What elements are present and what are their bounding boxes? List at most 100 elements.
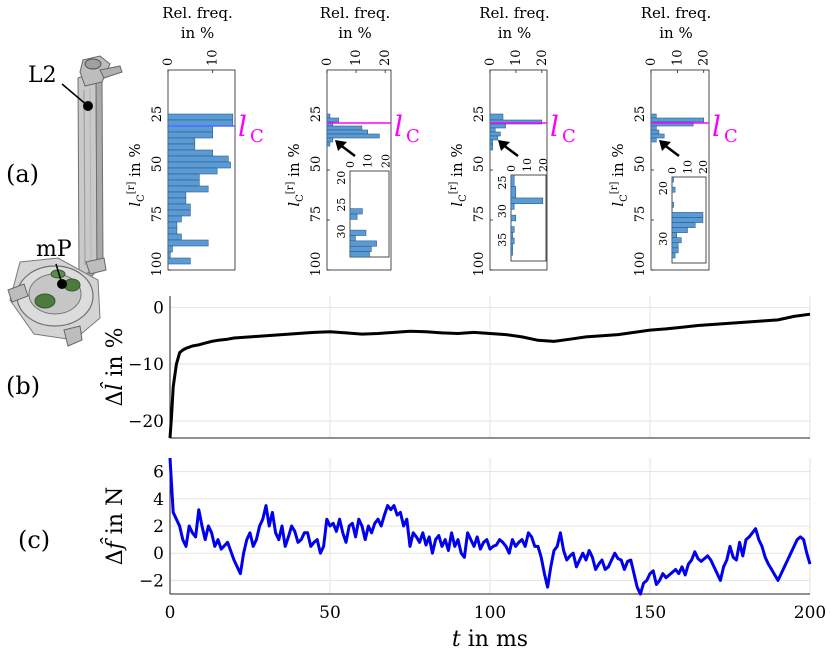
histogram-x-tick-label: 20: [535, 49, 550, 66]
histogram-y-label-sup: [r]: [609, 182, 620, 195]
lc-label: l: [238, 110, 247, 143]
histogram-y-label-var: l: [285, 202, 303, 207]
plot-c-y-label-delta: Δ: [103, 549, 128, 565]
histogram-bar: [650, 129, 660, 135]
histogram-y-tick-label: 100: [150, 252, 165, 277]
histogram-bar: [167, 155, 229, 163]
robot-illustration: L2 mP: [7, 55, 123, 347]
lc-label: l: [550, 110, 559, 143]
robot-base: [7, 257, 107, 347]
plot-b-y-label: Δl̂ in %: [101, 327, 128, 406]
inset-x-tick-label: 10: [521, 158, 534, 172]
inset-x-tick-label: 10: [362, 154, 375, 168]
histogram-bar: [489, 143, 493, 151]
histogram-y-label-var: l: [448, 202, 466, 207]
inset-bar: [349, 251, 370, 258]
label-mp-callout: mP: [36, 237, 72, 289]
histogram-bar: [326, 137, 334, 143]
histogram-bar: [489, 127, 496, 133]
inset-bar: [671, 237, 682, 244]
inset-bar: [510, 214, 517, 222]
lc-label: l: [712, 110, 721, 143]
histogram-top-label-1: Rel. freq.: [641, 4, 711, 22]
histogram-top-label-2: in %: [659, 24, 692, 42]
panel-letter-a: (a): [6, 160, 39, 188]
plot-b-y-tick-label: −20: [128, 412, 164, 432]
inset-arrow-head: [498, 140, 510, 151]
histogram-bar: [326, 113, 331, 119]
inset-y-tick-label: 30: [496, 204, 509, 218]
histogram-x-tick-label: 0: [320, 58, 335, 66]
inset-x-tick-label: 0: [344, 161, 357, 168]
inset-x-tick-label: 10: [681, 160, 694, 174]
histogram-bar: [167, 215, 182, 223]
inset-bar: [510, 174, 515, 187]
inset-bar: [671, 212, 704, 218]
inset-bar: [671, 201, 674, 208]
histogram-bar: [167, 161, 231, 169]
histogram-y-tick-label: 75: [472, 206, 487, 223]
histogram-bar: [326, 129, 369, 135]
plot-c-x-tick-label: 200: [794, 603, 826, 623]
histogram-bar: [650, 125, 657, 131]
lc-label-subscript: C: [562, 126, 576, 147]
histogram-bar: [167, 149, 213, 157]
histogram-bar: [167, 203, 191, 211]
histogram-y-tick-label: 25: [472, 106, 487, 123]
histogram-y-tick-label: 50: [150, 156, 165, 173]
plot-b-y-label-delta: Δ: [103, 391, 128, 407]
histogram-bar: [167, 239, 209, 247]
panel-letter-c: (c): [18, 526, 50, 554]
histogram-bar: [167, 173, 200, 181]
histogram-bar: [650, 117, 705, 123]
inset-x-tick-label: 20: [697, 160, 710, 174]
histogram-y-tick-label: 75: [633, 206, 648, 223]
inset-frame: [510, 174, 547, 262]
histogram-y-label-var: l: [126, 202, 144, 207]
histogram-y-label: lC[r] in %: [448, 143, 469, 206]
histogram-y-label-var: l: [609, 202, 627, 207]
histogram-bar: [489, 131, 501, 137]
histogram-y-tick-label: 50: [472, 156, 487, 173]
histogram-bar: [167, 191, 187, 199]
plot-b-y-tick-label: −10: [128, 355, 164, 375]
histogram-bar: [326, 125, 363, 131]
histogram-bar: [326, 133, 380, 139]
histogram-top-label-1: Rel. freq.: [162, 4, 232, 22]
histogram-x-tick-label: 10: [349, 49, 364, 66]
inset-bar: [671, 176, 674, 183]
inset-bar: [349, 245, 372, 252]
histogram-bar: [650, 133, 665, 139]
histogram-y-label-sub: C: [458, 194, 469, 202]
inset-bar: [671, 252, 676, 259]
histogram-bar: [167, 179, 200, 187]
histogram-bar: [167, 221, 178, 229]
label-mp: mP: [36, 237, 72, 262]
inset-y-tick-label: 20: [335, 171, 348, 185]
inset-bar: [671, 242, 679, 249]
plot-c-x-tick-label: 150: [634, 603, 666, 623]
inset-y-tick-label: 25: [496, 175, 509, 189]
histogram-top-label-1: Rel. freq.: [479, 4, 549, 22]
inset-bar: [510, 237, 515, 245]
histogram-y-tick-label: 50: [633, 156, 648, 173]
histogram-bar: [167, 257, 191, 265]
histogram-y-label-suffix: in %: [126, 143, 144, 181]
plot-b-series-line: [168, 312, 811, 439]
histogram-y-label-sup: [r]: [126, 182, 137, 195]
inset-bar: [671, 186, 676, 193]
histogram-bar: [489, 123, 506, 129]
inset-x-tick-label: 20: [379, 154, 392, 168]
histogram-y-tick-label: 25: [633, 106, 648, 123]
histogram-x-tick-label: 10: [670, 49, 685, 66]
plot-c-y-tick-label: 2: [153, 517, 164, 537]
histogram-bar: [167, 143, 196, 151]
histogram-y-label: lC[r] in %: [609, 143, 630, 206]
